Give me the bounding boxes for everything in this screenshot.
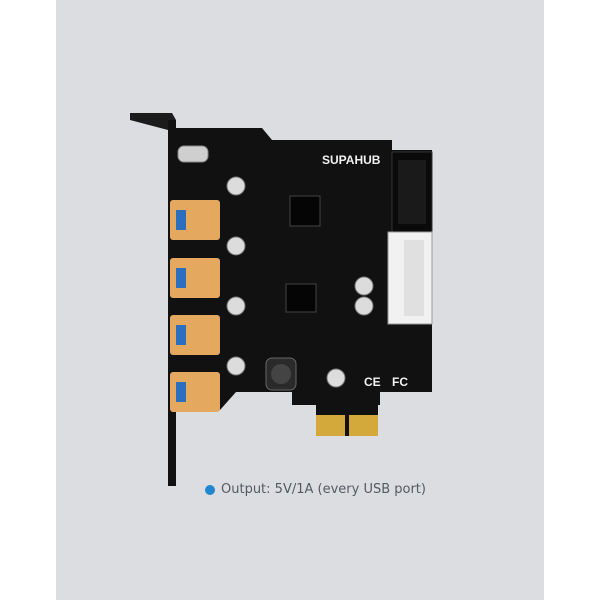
internal-usb-header: [391, 151, 433, 233]
brand-label: SUPAHUB: [322, 153, 381, 167]
pcb-board: [176, 128, 432, 436]
fc-mark: FC: [392, 375, 408, 389]
usb-c-port: [177, 145, 209, 163]
capacitors: [226, 176, 374, 388]
bullet-icon: [205, 484, 215, 495]
controller-chip: [285, 195, 321, 313]
caption: Output: 5V/1A (every USB port): [205, 482, 426, 497]
inductor: [265, 357, 297, 391]
mounting-bracket: [130, 113, 176, 486]
usb-a-ports: [170, 200, 220, 412]
caption-text: Output: 5V/1A (every USB port): [221, 482, 426, 497]
sata-power-connector: [387, 231, 433, 325]
ce-mark: CE: [364, 375, 381, 389]
